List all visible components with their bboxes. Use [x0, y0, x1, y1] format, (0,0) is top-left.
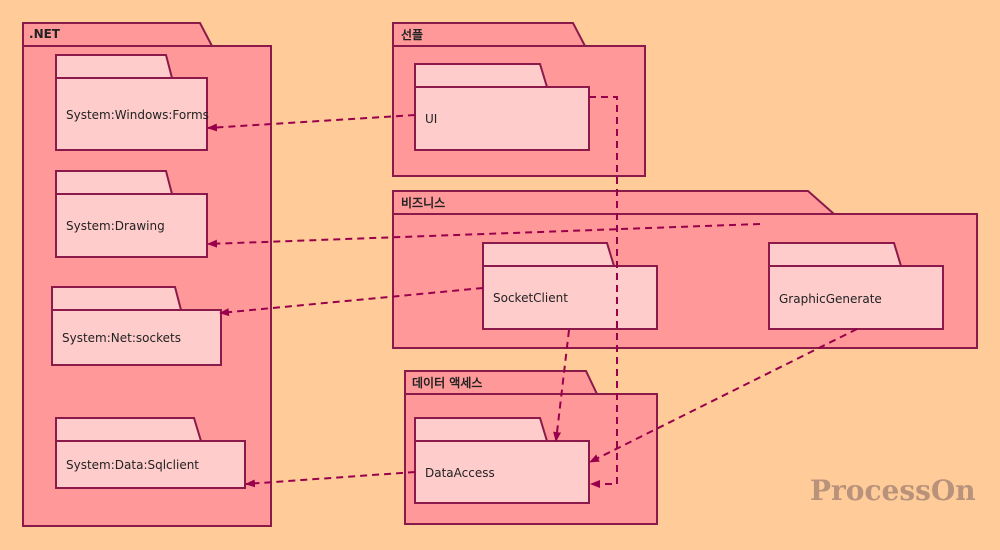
component-data-access[interactable]: DataAccess	[414, 417, 590, 504]
component-ui[interactable]: UI	[414, 63, 590, 151]
component-net-sockets-label: System:Net:sockets	[62, 331, 181, 345]
component-ui-label: UI	[425, 112, 437, 126]
component-socket-client-label: SocketClient	[493, 291, 568, 305]
dependency-socketclient-to-sockets	[219, 287, 484, 317]
component-data-sqlclient[interactable]: System:Data:Sqlclient	[55, 417, 246, 489]
component-graphic-generate-label: GraphicGenerate	[779, 292, 882, 306]
watermark-logo: ProcessOn	[810, 474, 976, 507]
dependency-business-to-drawing	[207, 223, 761, 248]
component-socket-client[interactable]: SocketClient	[482, 242, 658, 330]
package-business-label: 비즈니스	[401, 195, 445, 210]
dependency-graphicgenerate-to-dataaccess	[589, 328, 858, 463]
component-drawing[interactable]: System:Drawing	[55, 170, 208, 258]
component-net-sockets[interactable]: System:Net:sockets	[51, 286, 222, 366]
dependency-ui-to-dataaccess	[589, 96, 618, 488]
component-windows-forms[interactable]: System:Windows:Forms	[55, 54, 209, 151]
component-data-sqlclient-label: System:Data:Sqlclient	[66, 458, 199, 472]
package-data-access-label: 데이터 액세스	[412, 375, 482, 390]
component-drawing-label: System:Drawing	[66, 219, 165, 233]
package-ui-label: 선플	[401, 27, 423, 42]
dependency-dataaccess-to-sqlclient	[245, 471, 416, 488]
dependency-socketclient-to-dataaccess	[553, 329, 570, 442]
package-dotnet-label: .NET	[29, 27, 61, 41]
component-graphic-generate[interactable]: GraphicGenerate	[768, 242, 944, 330]
component-windows-forms-label: System:Windows:Forms	[66, 108, 209, 122]
dependency-ui-to-forms	[207, 114, 416, 132]
component-data-access-label: DataAccess	[425, 466, 495, 480]
